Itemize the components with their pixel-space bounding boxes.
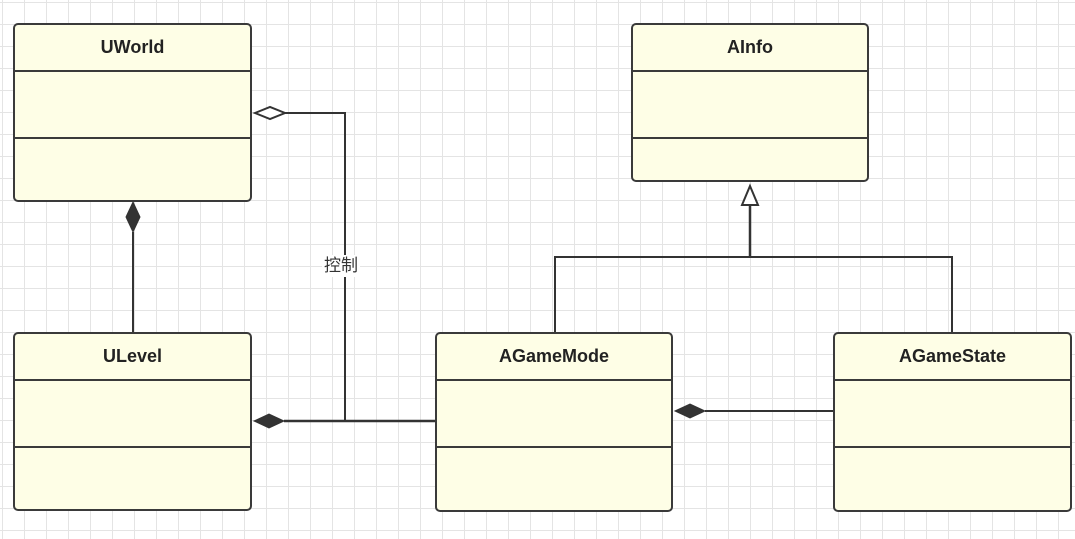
composition-diamond-uworld-icon	[125, 200, 141, 234]
control-relation-label: 控制	[322, 255, 360, 277]
generalization-line-agamemode	[554, 256, 750, 334]
class-agamestate[interactable]: AGameState	[833, 332, 1072, 512]
generalization-arrowhead-ainfo-icon	[740, 183, 760, 206]
operations-compartment-ainfo	[633, 139, 867, 180]
operations-compartment-agamemode	[437, 448, 671, 510]
attributes-compartment-uworld	[15, 72, 250, 139]
aggregation-diamond-uworld-icon	[252, 105, 288, 121]
operations-compartment-ulevel	[15, 448, 250, 509]
class-name-uworld: UWorld	[15, 25, 250, 72]
class-uworld[interactable]: UWorld	[13, 23, 252, 202]
generalization-line-agamestate	[750, 256, 953, 334]
class-name-ainfo: AInfo	[633, 25, 867, 72]
composition-diamond-ulevel-icon	[252, 413, 286, 429]
attributes-compartment-agamemode	[437, 381, 671, 448]
attributes-compartment-ulevel	[15, 381, 250, 448]
operations-compartment-uworld	[15, 139, 250, 200]
class-agamemode[interactable]: AGameMode	[435, 332, 673, 512]
operations-compartment-agamestate	[835, 448, 1070, 510]
class-ainfo[interactable]: AInfo	[631, 23, 869, 182]
attributes-compartment-ainfo	[633, 72, 867, 139]
attributes-compartment-agamestate	[835, 381, 1070, 448]
composition-diamond-agamemode-icon	[673, 403, 707, 419]
aggregation-line-agamemode-uworld	[285, 112, 346, 421]
class-name-ulevel: ULevel	[15, 334, 250, 381]
class-name-agamemode: AGameMode	[437, 334, 671, 381]
class-name-agamestate: AGameState	[835, 334, 1070, 381]
class-ulevel[interactable]: ULevel	[13, 332, 252, 511]
